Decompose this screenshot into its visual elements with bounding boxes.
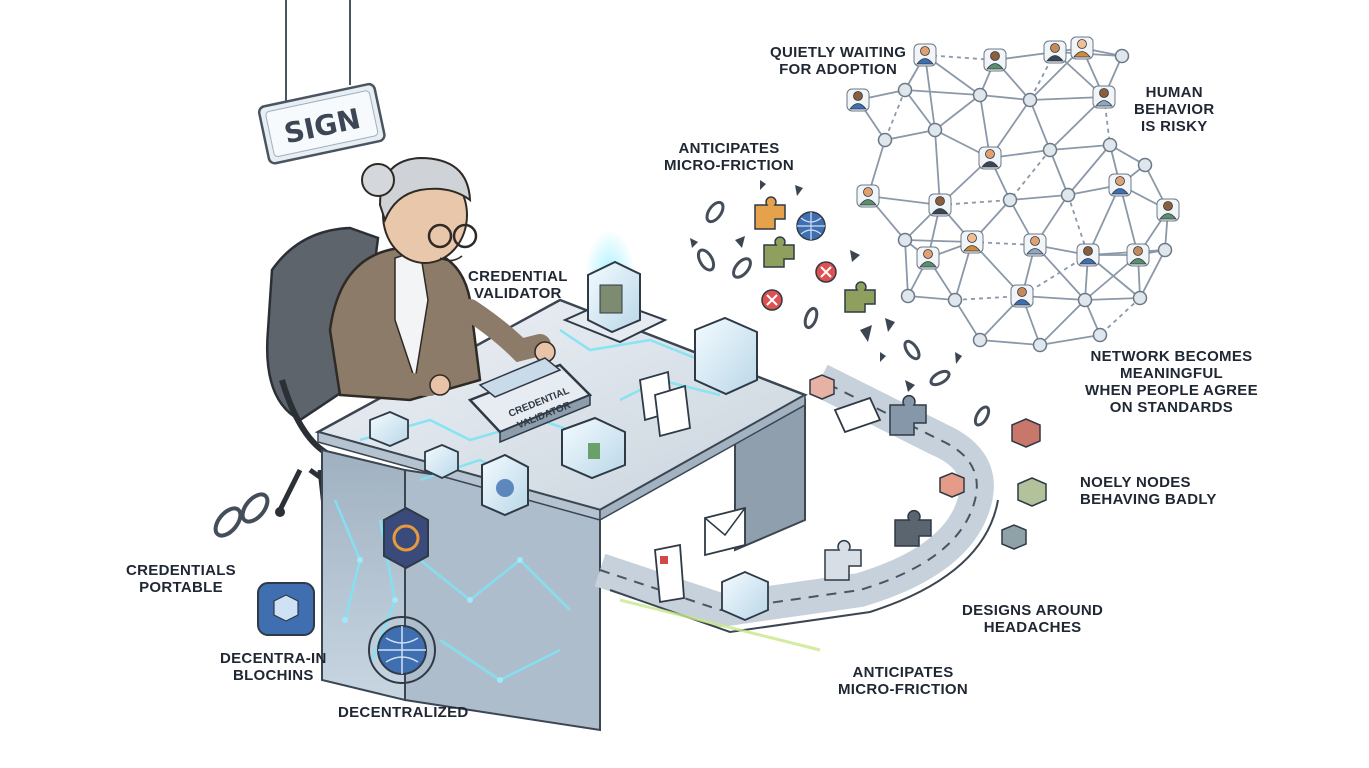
network-edge — [905, 90, 980, 95]
sign-icon: SIGN — [258, 0, 385, 164]
cube-badge-icon — [258, 583, 314, 635]
person-node-icon — [929, 194, 951, 216]
network-edge — [1030, 100, 1050, 150]
person-node-icon — [914, 44, 936, 66]
network-node — [1034, 339, 1047, 352]
network-edge — [1010, 195, 1068, 200]
person-node-icon — [1024, 234, 1046, 256]
network-node — [1116, 50, 1129, 63]
network-edge — [1050, 150, 1068, 195]
network-edge — [935, 95, 980, 130]
person-node-icon — [1127, 244, 1149, 266]
network-node — [974, 334, 987, 347]
person-node-icon — [961, 231, 983, 253]
network-edge — [1050, 145, 1110, 150]
network-node — [1004, 194, 1017, 207]
globe-icon — [369, 617, 435, 683]
network-node — [1079, 294, 1092, 307]
person-node-icon — [1077, 244, 1099, 266]
network-node — [879, 134, 892, 147]
network-node — [974, 89, 987, 102]
network-edge — [885, 90, 905, 140]
network-edge — [1085, 298, 1140, 300]
network-edge — [980, 95, 1030, 100]
person-node-icon — [1157, 199, 1179, 221]
network-node — [902, 290, 915, 303]
network-node — [1134, 292, 1147, 305]
error-x-icon — [762, 262, 836, 310]
person-node-icon — [857, 185, 879, 207]
network-edge — [1100, 298, 1140, 335]
network-node — [1024, 94, 1037, 107]
network-edge — [905, 240, 908, 296]
glowing-pedestal — [565, 230, 665, 342]
hexagon-chain-icon — [384, 508, 428, 568]
label-decentralized: DECENTRALIZED — [338, 704, 469, 721]
person-node-icon — [917, 247, 939, 269]
network-node — [1044, 144, 1057, 157]
network-node — [1139, 159, 1152, 172]
network-edge — [885, 130, 935, 140]
network-node — [949, 294, 962, 307]
network-node — [899, 234, 912, 247]
person-node-icon — [1071, 37, 1093, 59]
network-graph — [847, 37, 1179, 352]
network-node — [1062, 189, 1075, 202]
network-node — [1104, 139, 1117, 152]
globe-icon — [797, 212, 825, 240]
network-node — [929, 124, 942, 137]
network-edge — [1010, 150, 1050, 200]
person-node-icon — [1109, 174, 1131, 196]
network-edge — [980, 340, 1040, 345]
person-node-icon — [1093, 86, 1115, 108]
network-node — [1159, 244, 1172, 257]
person-node-icon — [984, 49, 1006, 71]
network-node — [1094, 329, 1107, 342]
person-node-icon — [1044, 41, 1066, 63]
person-node-icon — [1011, 285, 1033, 307]
person-node-icon — [847, 89, 869, 111]
person-node-icon — [979, 147, 1001, 169]
network-node — [899, 84, 912, 97]
